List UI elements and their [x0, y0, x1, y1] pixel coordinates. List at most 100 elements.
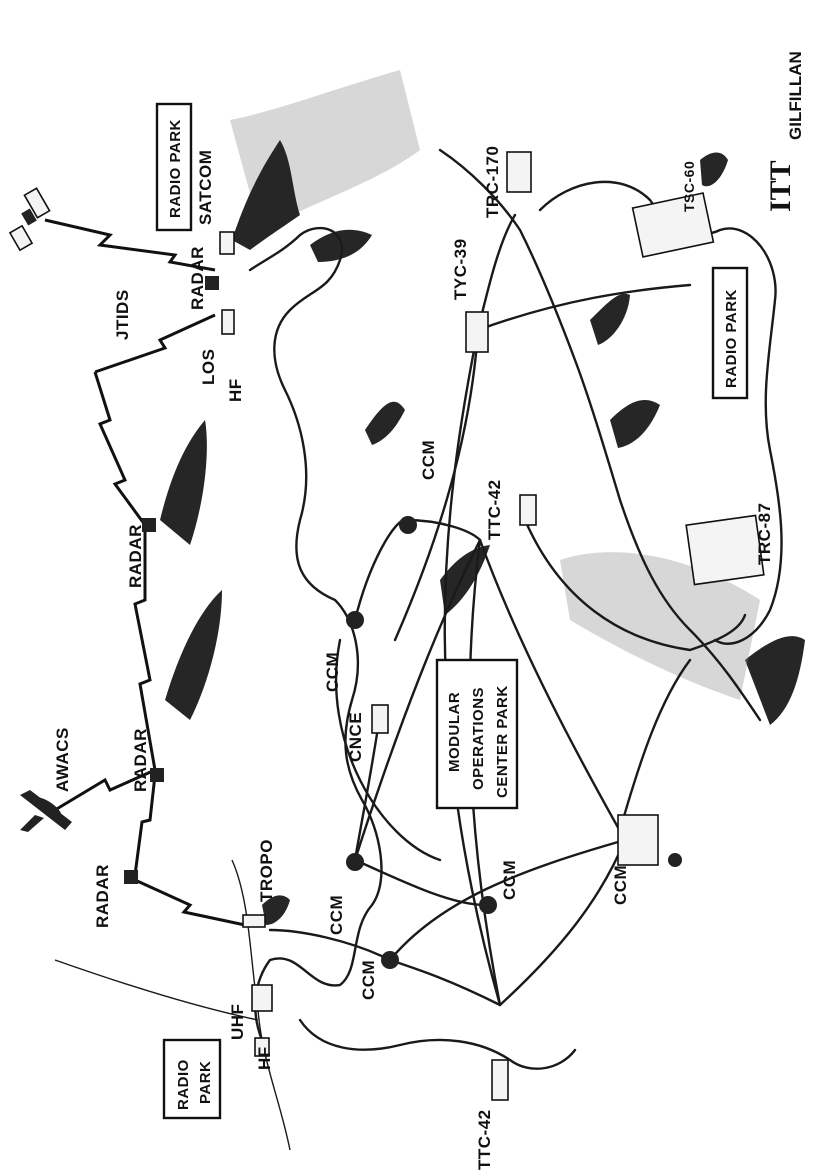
terrain-ridge-7	[590, 293, 630, 345]
radar-link-1	[93, 371, 147, 526]
label-ccm-5: CCM	[359, 960, 378, 1000]
modular-ops-line-1: MODULAR	[446, 692, 463, 772]
satcom-beam	[44, 218, 216, 272]
radar-bottom-icon	[124, 870, 138, 884]
network-links	[268, 213, 747, 1007]
terrain-ridge-3	[160, 420, 207, 545]
modular-ops-line-2: OPERATIONS	[470, 687, 487, 790]
terrain-ridge-10	[745, 636, 805, 725]
equipment	[8, 151, 765, 1101]
link-ccm-uhf	[268, 928, 392, 962]
uhf-link	[54, 959, 259, 1021]
label-ttc42-bottom: TTC-42	[475, 1109, 494, 1170]
label-jtids: JTIDS	[113, 289, 132, 340]
radio-park-box-left	[162, 1038, 222, 1120]
coastline-right-park	[538, 180, 783, 645]
labels: SATCOM RADAR JTIDS LOS HF RADAR AWACS RA…	[53, 146, 774, 1170]
link-ccm-ccm-mid	[353, 858, 487, 907]
modular-ops-box	[435, 658, 519, 810]
link-ttc42bottom-ccm	[388, 958, 502, 1007]
terrain	[160, 70, 805, 925]
modular-ops-line-3: CENTER PARK	[494, 685, 511, 798]
modular-ops-shelter-icon	[617, 814, 659, 866]
radio-park-box-right	[711, 266, 749, 400]
link-ttc42top-trc87	[523, 518, 747, 652]
label-radar-bottom: RADAR	[93, 864, 112, 928]
link-cnce-ccm	[353, 713, 382, 862]
awacs-aircraft-icon	[20, 790, 72, 832]
label-uhf: UHF	[228, 1004, 247, 1040]
coastlines	[231, 148, 783, 1151]
terrain-ridge-5	[365, 401, 405, 445]
label-tropo: TROPO	[257, 839, 276, 902]
coastline-right	[438, 148, 762, 722]
ttc42-top-shelter-icon	[519, 494, 537, 526]
label-tsc60: TSC-60	[681, 161, 697, 212]
trc87-shelter-icon	[685, 514, 765, 586]
label-ccm-3: CCM	[500, 860, 519, 900]
radar-mid-icon	[142, 518, 156, 532]
link-modular-ttc42bottom	[618, 658, 692, 832]
radar-link-3	[133, 774, 157, 876]
terrain-ridge-top	[232, 140, 300, 250]
logo-company: GILFILLAN	[786, 51, 805, 140]
uhf-shelter-icon	[251, 984, 273, 1012]
terrain-ridge-8	[610, 400, 660, 448]
hf-shelter-icon	[254, 1037, 270, 1057]
coastline-mid-loop	[334, 638, 442, 862]
link-tyc39-tsc60	[476, 283, 692, 332]
logo-brand: ITT	[764, 160, 797, 212]
label-los: LOS	[199, 349, 218, 385]
los-antenna-icon	[221, 309, 235, 335]
satellite-icon	[8, 187, 51, 252]
coastline-left	[248, 226, 383, 1042]
label-hf-bottom: HF	[255, 1046, 274, 1070]
satcom-dish-icon	[219, 231, 235, 255]
link-ccm-left-cross	[353, 538, 482, 862]
radar-top-icon	[205, 276, 219, 290]
cnce-shelter-icon	[371, 704, 389, 734]
radio-park-label-top: RADIO PARK	[167, 119, 184, 218]
tyc39-shelter-icon	[465, 311, 489, 353]
label-trc87: TRC-87	[755, 502, 774, 565]
park-modular-ops: MODULAR OPERATIONS CENTER PARK	[435, 658, 519, 810]
terrain-shade-bottom	[560, 552, 760, 700]
itt-gilfillan-logo: ITT GILFILLAN	[764, 51, 805, 212]
link-tyc39-ttc42-bottom	[443, 328, 502, 1007]
jtids-link	[94, 313, 216, 374]
trc170-shelter-icon	[506, 151, 532, 193]
label-ttc42-top: TTC-42	[485, 479, 504, 540]
label-ccm-4: CCM	[327, 895, 346, 935]
link-ttc42top-ccm-right	[478, 538, 627, 842]
terrain-ridge-11	[262, 895, 290, 925]
label-radar-low: RADAR	[131, 728, 150, 792]
label-cnce: CNCE	[346, 712, 365, 762]
label-trc170: TRC-170	[483, 146, 502, 218]
radar-link-2	[133, 530, 157, 771]
label-satcom: SATCOM	[196, 150, 215, 225]
park-radio-left: RADIO PARK	[162, 1038, 222, 1120]
tropo-antenna-icon	[242, 914, 266, 928]
label-hf-top: HF	[226, 378, 245, 402]
radar-low-icon	[150, 768, 164, 782]
tropo-link	[134, 878, 246, 927]
label-radar-top: RADAR	[188, 246, 207, 310]
label-ccm-1: CCM	[419, 440, 438, 480]
ttc42-bottom-shelter-icon	[491, 1059, 509, 1101]
label-radar-mid: RADAR	[126, 524, 145, 588]
label-awacs: AWACS	[53, 727, 72, 792]
awacs-link	[54, 768, 156, 812]
radio-park-label-left-2: PARK	[197, 1061, 214, 1104]
label-ccm-2: CCM	[323, 652, 342, 692]
terrain-ridge-4	[165, 590, 222, 720]
coastline-lower-loop	[298, 1018, 577, 1070]
label-ccm-6: CCM	[611, 865, 630, 905]
link-ttc42bottom-ccm-right	[498, 838, 627, 1007]
tsc60-shelter-icon	[631, 192, 715, 258]
radio-park-box-top	[155, 102, 193, 232]
ccm-vehicles	[346, 516, 682, 969]
park-radio-right: RADIO PARK	[711, 266, 749, 400]
link-ccm-lower-cross	[388, 838, 627, 962]
radio-links	[44, 218, 259, 1021]
